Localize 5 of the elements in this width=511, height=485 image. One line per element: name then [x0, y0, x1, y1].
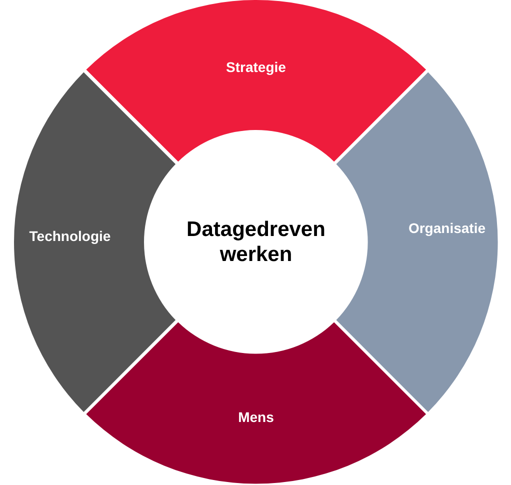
segment-label: Strategie [226, 59, 286, 75]
segment-label: Technologie [29, 228, 111, 244]
segment-label: Organisatie [408, 220, 486, 236]
segment-label: Mens [238, 408, 274, 425]
center-label: Datagedreven werken [186, 216, 326, 268]
